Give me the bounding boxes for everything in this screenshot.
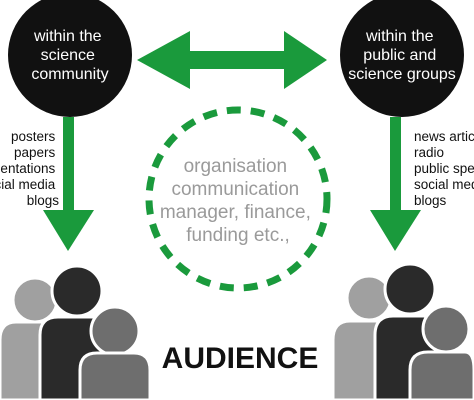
left-arrow-shaft	[63, 117, 74, 213]
right-node-line: science groups	[348, 66, 456, 83]
left-node-line: community	[31, 66, 108, 83]
right-channel-item: public speaking	[414, 161, 474, 176]
right-channel-item: blogs	[414, 193, 447, 208]
left-channel-item: presentations	[0, 161, 55, 176]
left-down-arrow-icon	[43, 117, 94, 251]
center-text: organisation communication manager, fina…	[160, 156, 316, 246]
svg-text:within the science: within the science community	[31, 28, 108, 83]
left-channel-list: posters papers presentations social medi…	[0, 129, 59, 208]
right-node-line: within the	[365, 28, 434, 45]
left-channel-item: social media	[0, 177, 56, 192]
right-node: within the public and science groups	[340, 0, 464, 117]
left-node: within the science community	[8, 0, 132, 117]
center-line: funding etc.,	[186, 225, 290, 246]
double-arrow-shape	[137, 31, 327, 89]
right-down-arrow-icon	[370, 117, 421, 251]
right-arrow-shaft	[390, 117, 401, 213]
left-node-circle	[8, 0, 132, 117]
right-channel-item: radio	[414, 145, 444, 160]
left-channel-item: blogs	[27, 193, 60, 208]
right-node-circle	[340, 0, 464, 117]
double-arrow-icon	[137, 31, 327, 89]
right-arrow-head	[370, 210, 421, 251]
svg-text:within the public and: within the public and science groups	[348, 28, 456, 83]
right-people-group-icon	[331, 262, 474, 400]
right-channel-item: social media	[414, 177, 474, 192]
audience-label: AUDIENCE	[162, 342, 319, 375]
left-channel-item: posters	[11, 129, 56, 144]
center-line: manager, finance,	[160, 202, 311, 223]
center-line: organisation	[184, 156, 288, 177]
left-node-line: science	[41, 47, 95, 64]
right-channel-item: news articles	[414, 129, 474, 144]
center-dashed-circle	[145, 106, 331, 292]
person-icon	[78, 305, 152, 400]
right-node-line: public and	[363, 47, 436, 64]
left-channel-item: papers	[14, 145, 56, 160]
left-arrow-head	[43, 210, 94, 251]
left-node-line: within the	[33, 28, 102, 45]
right-channel-list: news articles radio public speaking soci…	[414, 129, 474, 208]
person-icon	[408, 304, 474, 400]
center-line: communication	[171, 179, 299, 200]
left-people-group-icon	[0, 264, 152, 400]
